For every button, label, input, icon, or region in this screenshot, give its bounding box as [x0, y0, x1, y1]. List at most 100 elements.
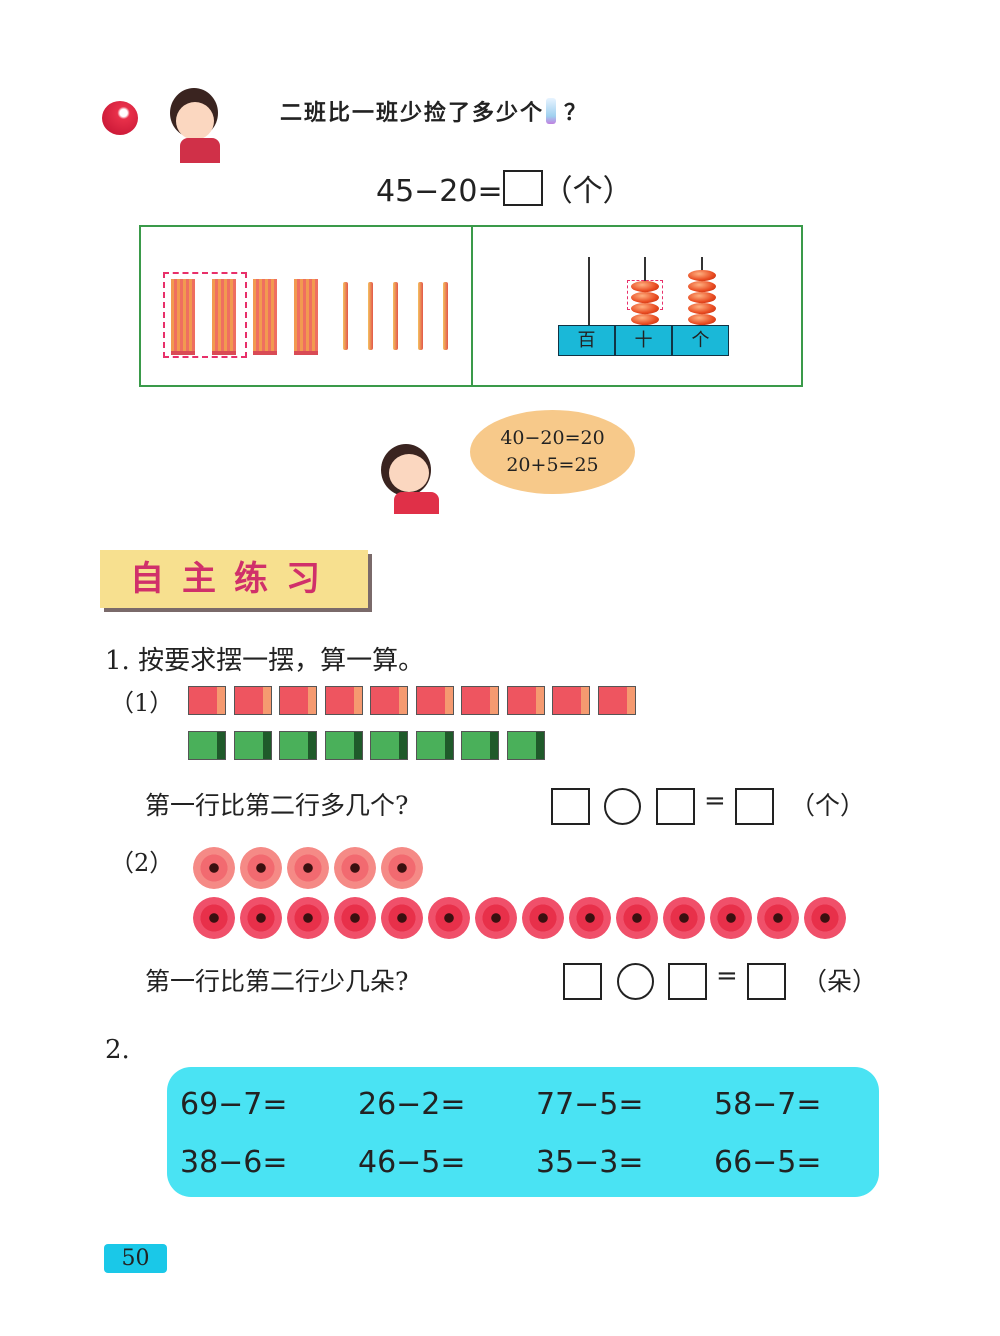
flower — [193, 897, 235, 939]
part2-question: 第一行比第二行少几朵? — [145, 967, 409, 996]
problem-item: 66−5= — [714, 1145, 822, 1180]
tens-bead — [631, 314, 659, 325]
exercise2-panel: 69−7= 26−2= 77−5= 58−7= 38−6= 46−5= 35−3= 66−5= — [167, 1067, 879, 1197]
stick-bundle — [294, 279, 318, 355]
flower — [616, 897, 658, 939]
place-hundreds: 百 — [558, 325, 615, 356]
flower — [287, 897, 329, 939]
rod-hundreds — [588, 257, 590, 327]
frame-divider — [471, 227, 473, 385]
flower — [381, 897, 423, 939]
blank-box-1[interactable] — [551, 788, 590, 825]
flower — [522, 897, 564, 939]
red-cube — [552, 686, 590, 715]
unit-text: （个） — [542, 174, 633, 209]
answer-box[interactable] — [502, 170, 543, 206]
single-stick — [418, 282, 423, 350]
red-cube — [188, 686, 226, 715]
flower — [663, 897, 705, 939]
ones-bead — [688, 314, 716, 325]
green-cube — [324, 731, 363, 760]
flower — [287, 847, 329, 889]
single-stick — [368, 282, 373, 350]
flower — [475, 897, 517, 939]
green-cube — [461, 731, 499, 760]
problem-item: 46−5= — [358, 1145, 466, 1180]
flower — [757, 897, 799, 939]
speech-line-2: 20+5=25 — [506, 454, 599, 476]
ones-bead — [688, 292, 716, 303]
problem-item: 69−7= — [180, 1087, 288, 1122]
problem-item: 58−7= — [714, 1087, 822, 1122]
section-bullet-icon — [102, 101, 138, 135]
blank-box-4[interactable] — [668, 963, 707, 1000]
red-cube — [415, 686, 454, 715]
exercise2-label: 2. — [105, 1035, 130, 1065]
flower — [804, 897, 846, 939]
flower — [240, 897, 282, 939]
ones-bead — [688, 281, 716, 292]
stick-bundle — [212, 279, 236, 355]
flower — [381, 847, 423, 889]
part2-label: （2） — [110, 849, 174, 877]
red-cube — [506, 686, 545, 715]
example-equation: 45−20= （个） — [376, 166, 633, 210]
single-stick — [393, 282, 398, 350]
green-cube — [233, 731, 272, 760]
page-number: 50 — [104, 1244, 167, 1273]
problem-item: 77−5= — [536, 1087, 644, 1122]
blank-box-3[interactable] — [563, 963, 602, 1000]
green-cube — [415, 731, 454, 760]
equals-sign: = — [716, 961, 738, 991]
stick-bundle — [171, 279, 195, 355]
red-cube — [597, 686, 636, 715]
equals-sign: = — [704, 786, 726, 816]
place-ones: 个 — [672, 325, 729, 356]
tens-bead — [631, 281, 659, 292]
green-cube — [506, 731, 545, 760]
model-frame: 百 十 个 — [139, 225, 803, 387]
blank-box-2[interactable] — [656, 788, 695, 825]
speech-line-1: 40−20=20 — [500, 427, 605, 449]
single-stick — [443, 282, 448, 350]
operator-circle-2[interactable] — [617, 963, 654, 1000]
flower — [334, 897, 376, 939]
flower — [428, 897, 470, 939]
abacus-base: 百 十 个 — [558, 325, 729, 356]
answer-box-2[interactable] — [747, 963, 786, 1000]
question-text: 二班比一班少捡了多少个？ — [280, 95, 588, 127]
boy-illustration — [162, 88, 232, 163]
flower — [240, 847, 282, 889]
equation-text: 45−20= — [376, 174, 503, 209]
flower — [569, 897, 611, 939]
problem-item: 35−3= — [536, 1145, 644, 1180]
tens-bead — [631, 292, 659, 303]
answer-box-1[interactable] — [735, 788, 774, 825]
green-cube — [370, 731, 408, 760]
selection-dashed-box — [163, 272, 247, 358]
part1-label: （1） — [110, 689, 174, 717]
place-tens: 十 — [615, 325, 672, 356]
ones-bead — [688, 303, 716, 314]
flower — [334, 847, 376, 889]
problem-item: 38−6= — [180, 1145, 288, 1180]
unit-1: （个） — [790, 791, 866, 820]
girl-illustration — [376, 440, 451, 518]
problem-item: 26−2= — [358, 1087, 466, 1122]
operator-circle-1[interactable] — [604, 788, 641, 825]
part1-question: 第一行比第二行多几个? — [145, 791, 409, 820]
red-cube — [370, 686, 408, 715]
single-stick — [343, 282, 348, 350]
flower — [193, 847, 235, 889]
ones-bead — [688, 270, 716, 281]
tens-bead — [631, 303, 659, 314]
red-cube — [461, 686, 499, 715]
exercise1-title: 1. 按要求摆一摆，算一算。 — [105, 646, 425, 676]
flower — [710, 897, 752, 939]
section-title: 自主练习 — [100, 550, 368, 608]
red-cube — [279, 686, 317, 715]
green-cube — [188, 731, 226, 760]
green-cube — [279, 731, 317, 760]
question-label: 二班比一班少捡了多少个 — [280, 100, 545, 126]
